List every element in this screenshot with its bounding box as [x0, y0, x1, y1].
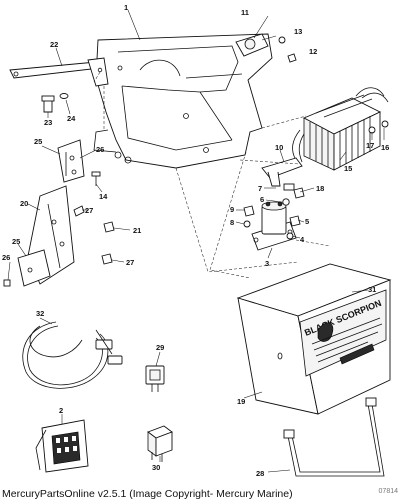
callout-9: 9	[230, 205, 234, 214]
callout-25-upper: 25	[34, 137, 42, 146]
callout-11: 11	[241, 8, 249, 17]
callout-17: 17	[366, 141, 374, 150]
callout-21: 21	[133, 226, 141, 235]
relay-cube	[147, 425, 173, 462]
callout-31: 31	[368, 285, 376, 294]
callout-10: 10	[275, 143, 283, 152]
callout-24: 24	[67, 114, 76, 123]
copyright-caption: MercuryPartsOnline v2.5.1 (Image Copyrig…	[2, 488, 293, 500]
callout-15: 15	[344, 164, 352, 173]
callout-8: 8	[230, 218, 234, 227]
black-scorpion-cover: BLACK SCORPION	[236, 263, 392, 415]
callout-30: 30	[152, 463, 160, 472]
callout-numbers: 1 2 3 4 5 6 7 8 9 10 11 12 13 14 15 16 1…	[2, 3, 389, 478]
strap-bracket	[9, 57, 109, 87]
regulator-heatsink	[292, 87, 389, 171]
hold-down-strap	[283, 397, 385, 477]
callout-16: 16	[381, 143, 389, 152]
callout-3: 3	[265, 259, 269, 268]
callout-27-lower: 27	[126, 258, 134, 267]
small-bracket	[57, 139, 85, 183]
fuse	[145, 365, 165, 392]
fasteners-21-27	[73, 205, 115, 265]
connector-block	[35, 419, 89, 473]
callout-1: 1	[124, 3, 128, 12]
callout-27-upper: 27	[85, 206, 93, 215]
solenoid	[251, 201, 297, 251]
callout-26-upper: 26	[96, 145, 104, 154]
mounting-bracket	[93, 33, 273, 169]
solenoid-fasteners	[243, 187, 305, 240]
callout-20: 20	[20, 199, 28, 208]
lower-bracket	[3, 249, 51, 287]
callout-7: 7	[258, 184, 262, 193]
fasteners-16-17	[368, 120, 389, 134]
fasteners-12-13	[278, 36, 297, 63]
callout-23: 23	[44, 118, 52, 127]
callout-14: 14	[99, 192, 108, 201]
callout-2: 2	[59, 406, 63, 415]
callout-18: 18	[316, 184, 324, 193]
callout-4: 4	[300, 235, 305, 244]
screw-14	[91, 171, 101, 186]
callout-13: 13	[294, 27, 302, 36]
wire-harness	[22, 321, 123, 389]
figure-id: 07814	[378, 488, 398, 495]
leader-lines	[7, 9, 385, 473]
heatsink-fins	[309, 94, 373, 167]
callout-6: 6	[260, 195, 264, 204]
callout-22: 22	[50, 40, 58, 49]
callout-12: 12	[309, 47, 317, 56]
callout-32: 32	[36, 309, 44, 318]
callout-25-lower: 25	[12, 237, 20, 246]
callout-29: 29	[156, 343, 164, 352]
callout-28: 28	[256, 469, 264, 478]
callout-19: 19	[237, 397, 245, 406]
callout-5: 5	[305, 217, 309, 226]
callout-26-lower: 26	[2, 253, 10, 262]
relay-switch	[235, 33, 277, 57]
bolt-and-washer	[41, 93, 69, 113]
assembly-lines	[93, 71, 331, 279]
clamp-bracket	[261, 157, 303, 191]
